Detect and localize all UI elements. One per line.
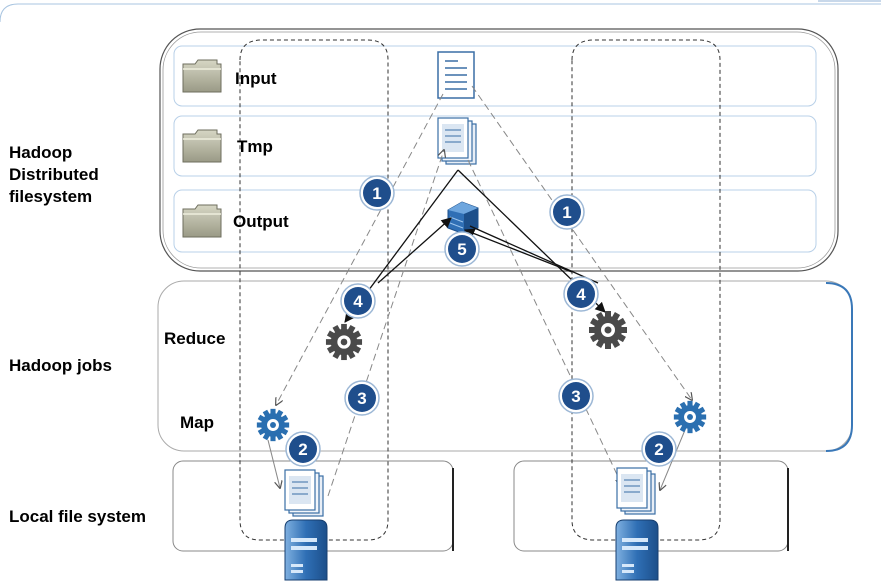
step-number: 1 [372, 184, 381, 203]
step-circle-right-4: 4 [563, 276, 599, 312]
step-number: 3 [571, 387, 580, 406]
folder-label-input: Input [235, 69, 277, 88]
layer-label-jobs: Hadoop jobs [9, 356, 112, 375]
document-stack-icon [616, 467, 656, 515]
step-circle-right-2: 2 [641, 431, 677, 467]
folder-icon [182, 59, 222, 93]
folder-row-output [173, 189, 817, 253]
layer-label-hdfs-1: Hadoop [9, 143, 72, 162]
document-stack-icon [437, 117, 477, 165]
step-number: 3 [357, 389, 366, 408]
hdfs-panel [159, 28, 839, 272]
step-number: 2 [298, 440, 307, 459]
folder-label-tmp: Tmp [237, 137, 273, 156]
node-column-right [571, 39, 721, 541]
step-number: 4 [576, 285, 586, 304]
document-stack-icon [284, 469, 324, 517]
step-circle-left-1: 1 [359, 175, 395, 211]
step-circle-right-3: 3 [558, 378, 594, 414]
step-circle-right-1: 1 [549, 194, 585, 230]
step-number: 2 [654, 440, 663, 459]
step-circle-left-2: 2 [285, 431, 321, 467]
layer-label-hdfs-2: Distributed [9, 165, 99, 184]
server-icon [284, 519, 328, 581]
server-icon [615, 519, 659, 581]
document-icon [437, 51, 475, 99]
step-circle-left-4: 4 [340, 283, 376, 319]
phase-label-map: Map [180, 413, 214, 432]
layer-label-hdfs-3: filesystem [9, 187, 92, 206]
phase-label-reduce: Reduce [164, 329, 225, 348]
step-circle-left-3: 3 [344, 380, 380, 416]
folder-row-tmp [173, 115, 817, 177]
step-number: 4 [353, 292, 363, 311]
folder-label-output: Output [233, 212, 289, 231]
folder-row-input [173, 45, 817, 107]
layer-label-local: Local file system [9, 507, 146, 526]
step-number: 5 [457, 240, 466, 259]
step-number: 1 [562, 203, 571, 222]
node-column-left [239, 39, 389, 541]
folder-icon [182, 204, 222, 238]
folder-icon [182, 129, 222, 163]
step-circle-center-5: 5 [444, 231, 480, 267]
top-decoration [0, 0, 881, 23]
